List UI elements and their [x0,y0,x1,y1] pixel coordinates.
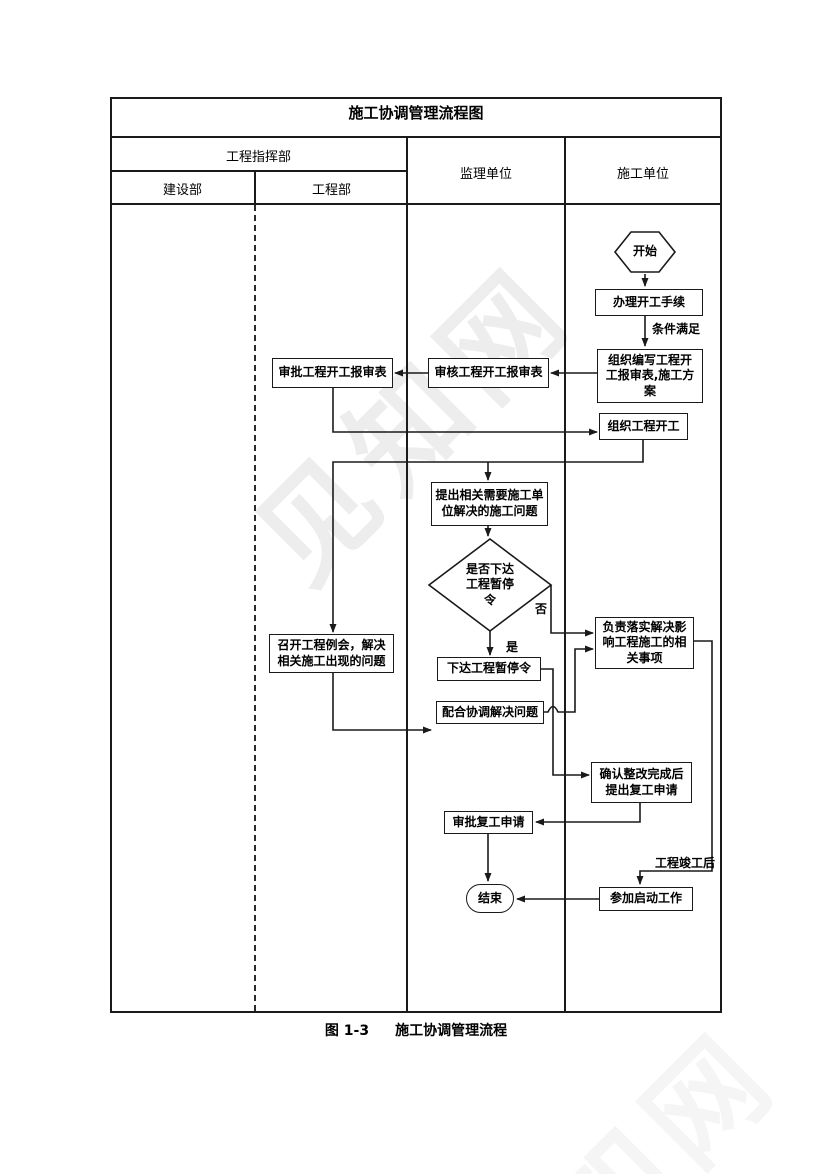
figure-caption-text: 施工协调管理流程 [395,1023,508,1039]
header-bottom-divider [110,203,722,205]
decision-suspend-node: 是否下达 工程暂停 令 [465,561,514,607]
edge-label-yes: 是 [506,640,519,654]
page-title: 施工协调管理流程图 [348,104,484,122]
raise-issues-node: 提出相关需要施工单 位解决的施工问题 [431,482,548,526]
subcolumn-divider-header [254,170,256,205]
edge-label-no: 否 [535,602,548,616]
edge-decision-no [550,585,594,637]
coordinate-solve-node: 配合协调解决问题 [436,701,544,724]
edge-approve-to-organize [332,388,598,436]
organize-commencement-node: 组织工程开工 [599,413,688,440]
join-startup-node: 参加启动工作 [599,887,693,911]
end-node: 结束 [466,884,514,913]
decision-diamond-shape [427,537,553,633]
approve-form-node: 审批工程开工报审表 [272,358,393,388]
lane-header-supervisor-unit: 监理单位 [459,167,512,182]
hold-meeting-node: 召开工程例会，解决 相关施工出现的问题 [269,634,394,673]
edge-label-condition-met: 条件满足 [652,322,701,336]
lane-divider-supervisor-contractor [564,136,566,1013]
start-node: 开始 [632,244,657,259]
lane-header-contractor-unit: 施工单位 [616,167,669,182]
edge-implement-to-startup [636,640,713,885]
frame-left-border [110,97,112,1013]
edge-meeting-to-coordinate [332,672,432,734]
subheader-divider [110,170,407,172]
edge-coordinate-to-implement [544,645,594,713]
edge-confirm-to-approve-resume [535,803,641,826]
approve-resume-node: 审批复工申请 [444,811,533,834]
start-hexagon-shape [613,231,677,273]
handle-commencement-node: 办理开工手续 [595,289,703,316]
edge-label-after-completion: 工程竣工后 [655,856,716,870]
figure-caption: 图 1-3 施工协调管理流程 [110,1020,722,1040]
lane-divider-hq-supervisor [406,136,408,1013]
figure-caption-label: 图 1-3 [324,1023,370,1039]
title-row-divider [110,136,722,138]
review-form-node: 审核工程开工报审表 [428,358,549,388]
frame-top-border [110,97,722,99]
frame-right-border [720,97,722,1013]
issue-suspension-node: 下达工程暂停令 [437,657,541,681]
subcolumn-divider-dashed [254,205,256,1011]
implement-solutions-node: 负责落实解决影 响工程施工的相 关事项 [595,617,694,669]
confirm-rectify-node: 确认整改完成后 提出复工申请 [591,762,692,803]
prepare-forms-node: 组织编写工程开 工报审表,施工方 案 [597,349,703,403]
frame-bottom-border [110,1011,722,1013]
edge-suspension-to-confirm [541,668,590,779]
lane-header-hq: 工程指挥部 [225,150,291,165]
lane-header-engineering-dept: 工程部 [311,183,351,198]
lane-header-construction-dept: 建设部 [162,183,202,198]
